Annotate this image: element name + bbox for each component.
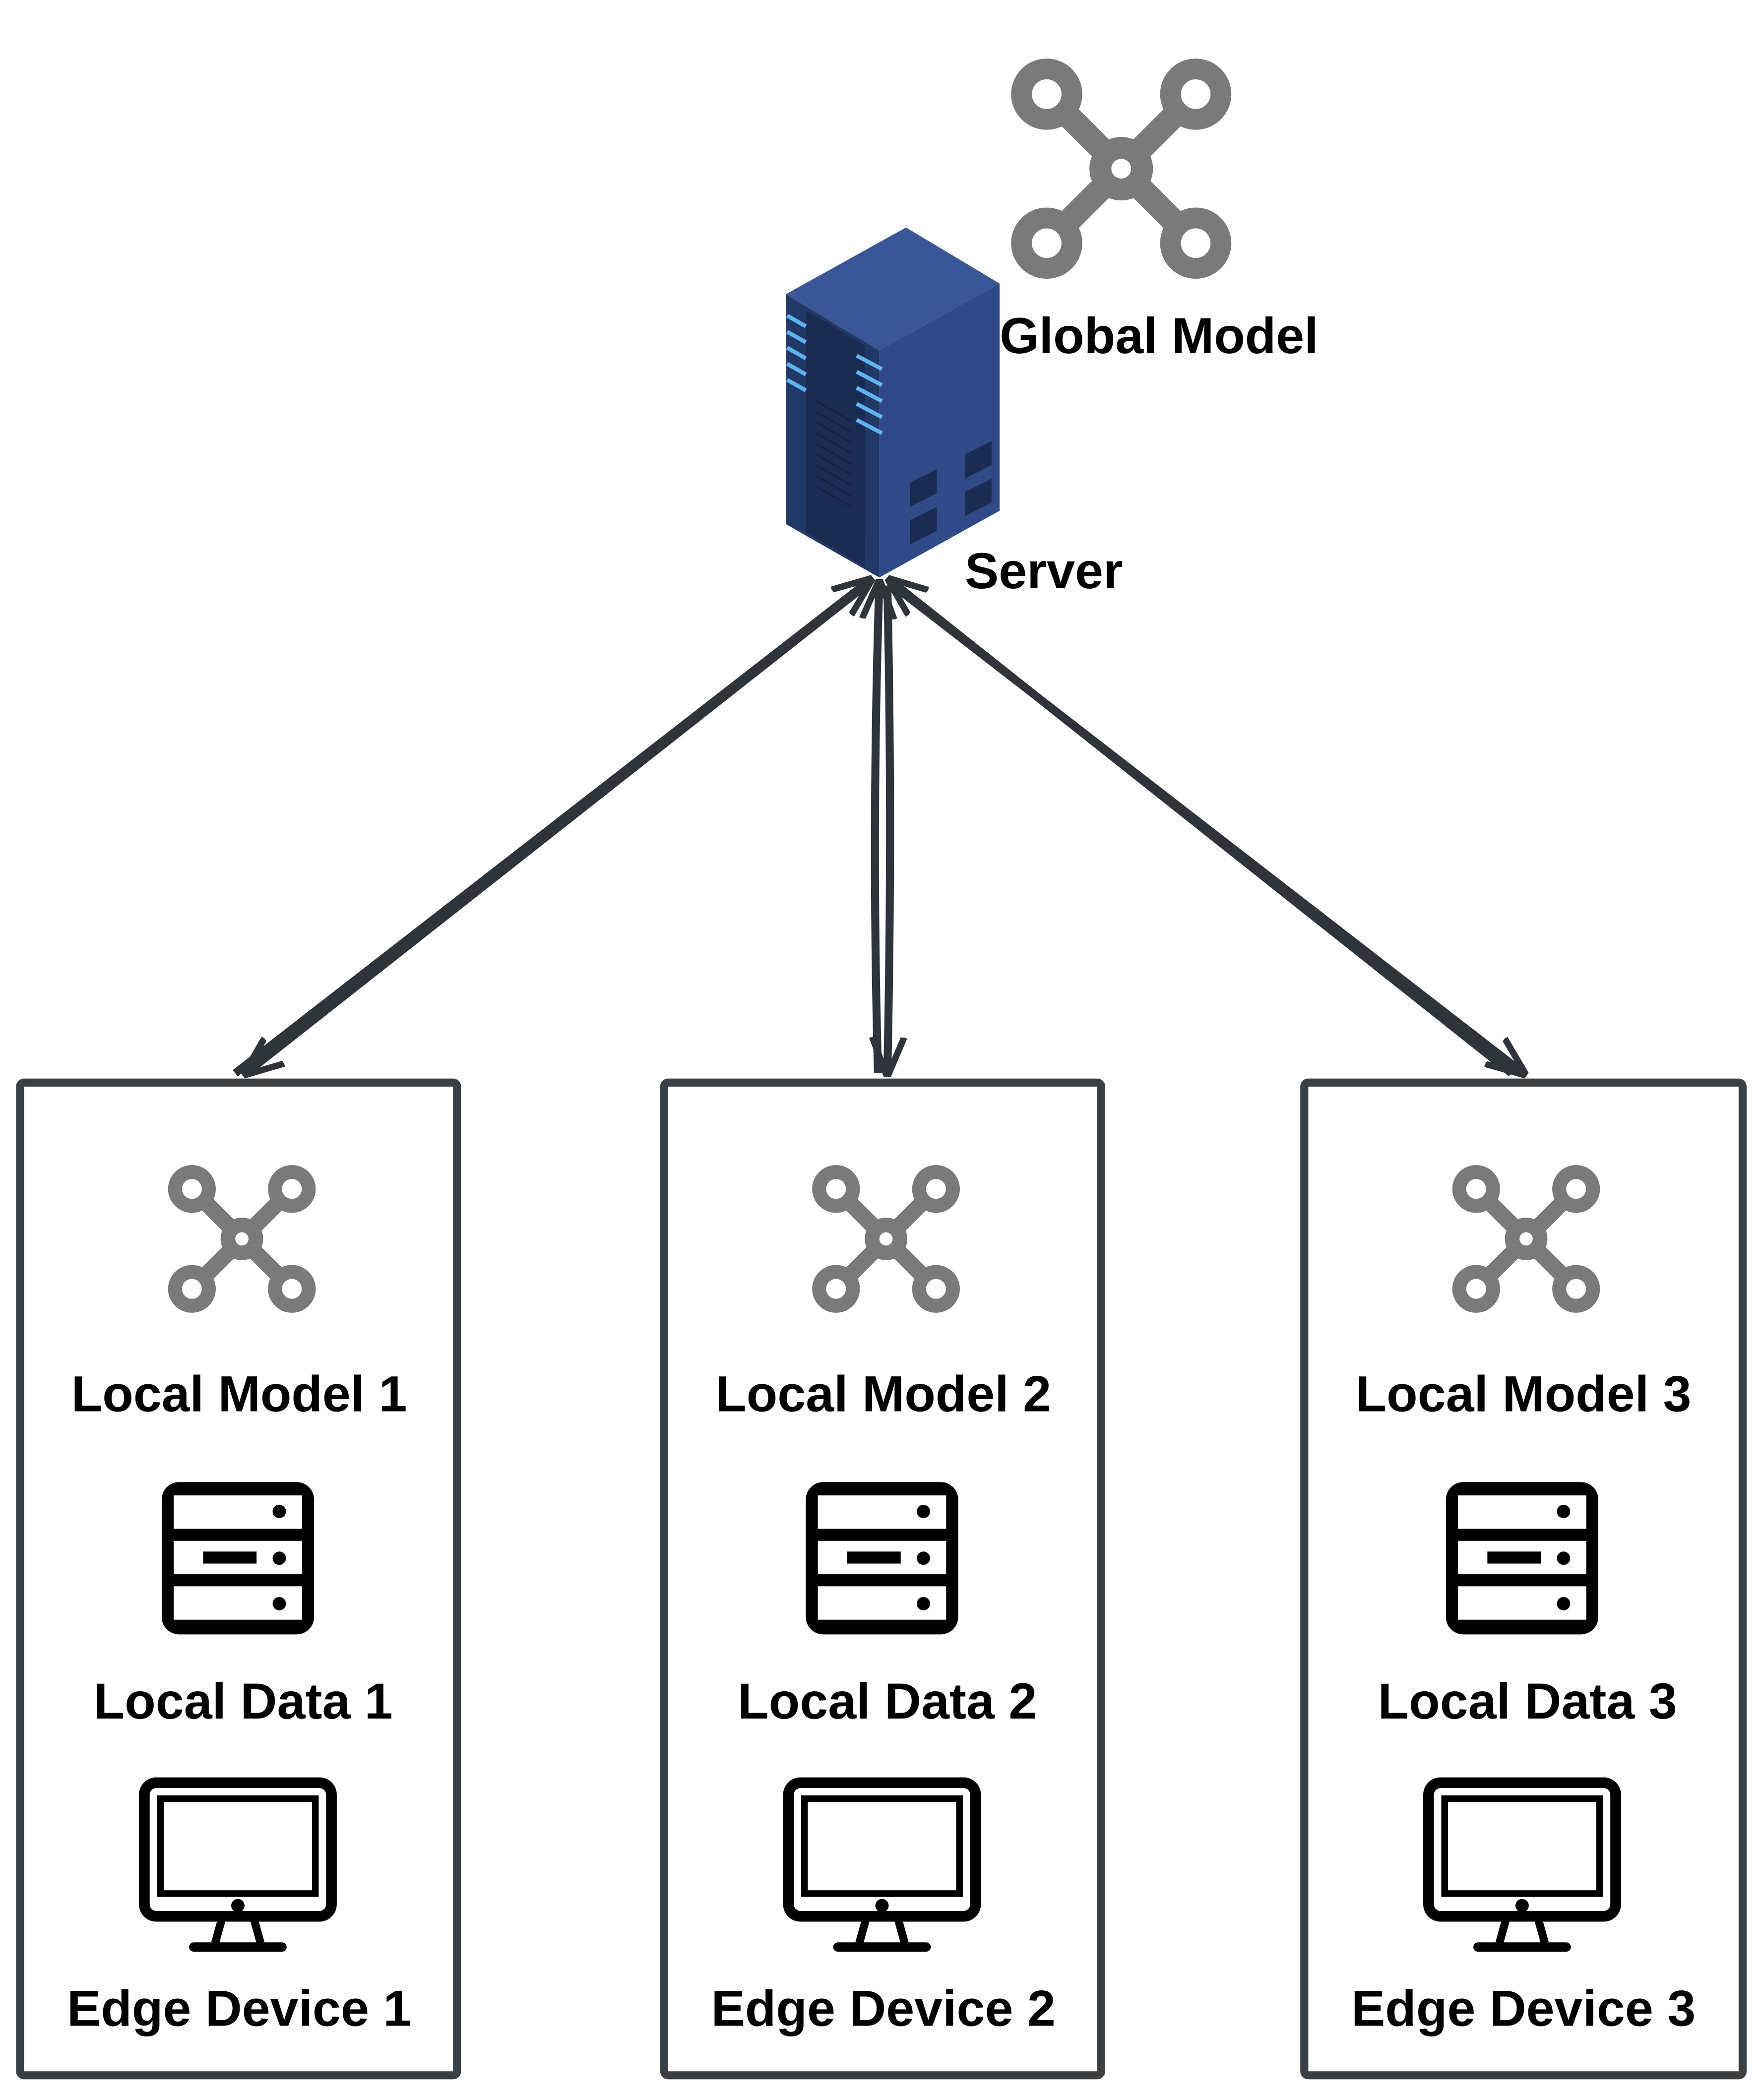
arrow-device-3-to-server bbox=[890, 580, 1514, 1077]
global-model-label: Global Model bbox=[1000, 307, 1319, 364]
local-data-1-label: Local Data 1 bbox=[94, 1672, 393, 1729]
local-data-3-label: Local Data 3 bbox=[1378, 1672, 1677, 1729]
global-model-network-icon bbox=[1021, 69, 1221, 268]
edge-device-3-label: Edge Device 3 bbox=[1351, 1980, 1696, 2037]
server-label: Server bbox=[965, 542, 1123, 599]
local-model-2-label: Local Model 2 bbox=[715, 1365, 1051, 1422]
edge-device-box-3: Local Model 3 Local Data 3 Edge Device 3 bbox=[1300, 1078, 1747, 2080]
local-model-3-label: Local Model 3 bbox=[1356, 1365, 1692, 1422]
edge-device-box-1: Local Model 1 Local Data 1 Edge Device 1 bbox=[16, 1078, 461, 2080]
arrow-server-to-device-2 bbox=[887, 585, 890, 1073]
local-data-3-storage-icon bbox=[1446, 1482, 1598, 1635]
edge-device-1-label: Edge Device 1 bbox=[67, 1980, 411, 2037]
connection-arrows bbox=[233, 580, 1523, 1077]
server-tower-icon bbox=[786, 228, 1000, 578]
edge-device-box-2: Local Model 2 Local Data 2 Edge Device 2 bbox=[660, 1078, 1105, 2080]
local-data-2-storage-icon bbox=[806, 1482, 958, 1635]
global-model-node: Global Model bbox=[1000, 69, 1319, 364]
server-node: Server bbox=[786, 228, 1123, 599]
local-model-1-label: Local Model 1 bbox=[71, 1365, 407, 1422]
arrow-device-1-to-server bbox=[233, 580, 870, 1077]
edge-device-2-label: Edge Device 2 bbox=[711, 1980, 1056, 2037]
local-data-2-label: Local Data 2 bbox=[738, 1672, 1037, 1729]
local-data-1-storage-icon bbox=[161, 1482, 315, 1635]
arrow-device-2-to-server bbox=[875, 583, 880, 1074]
